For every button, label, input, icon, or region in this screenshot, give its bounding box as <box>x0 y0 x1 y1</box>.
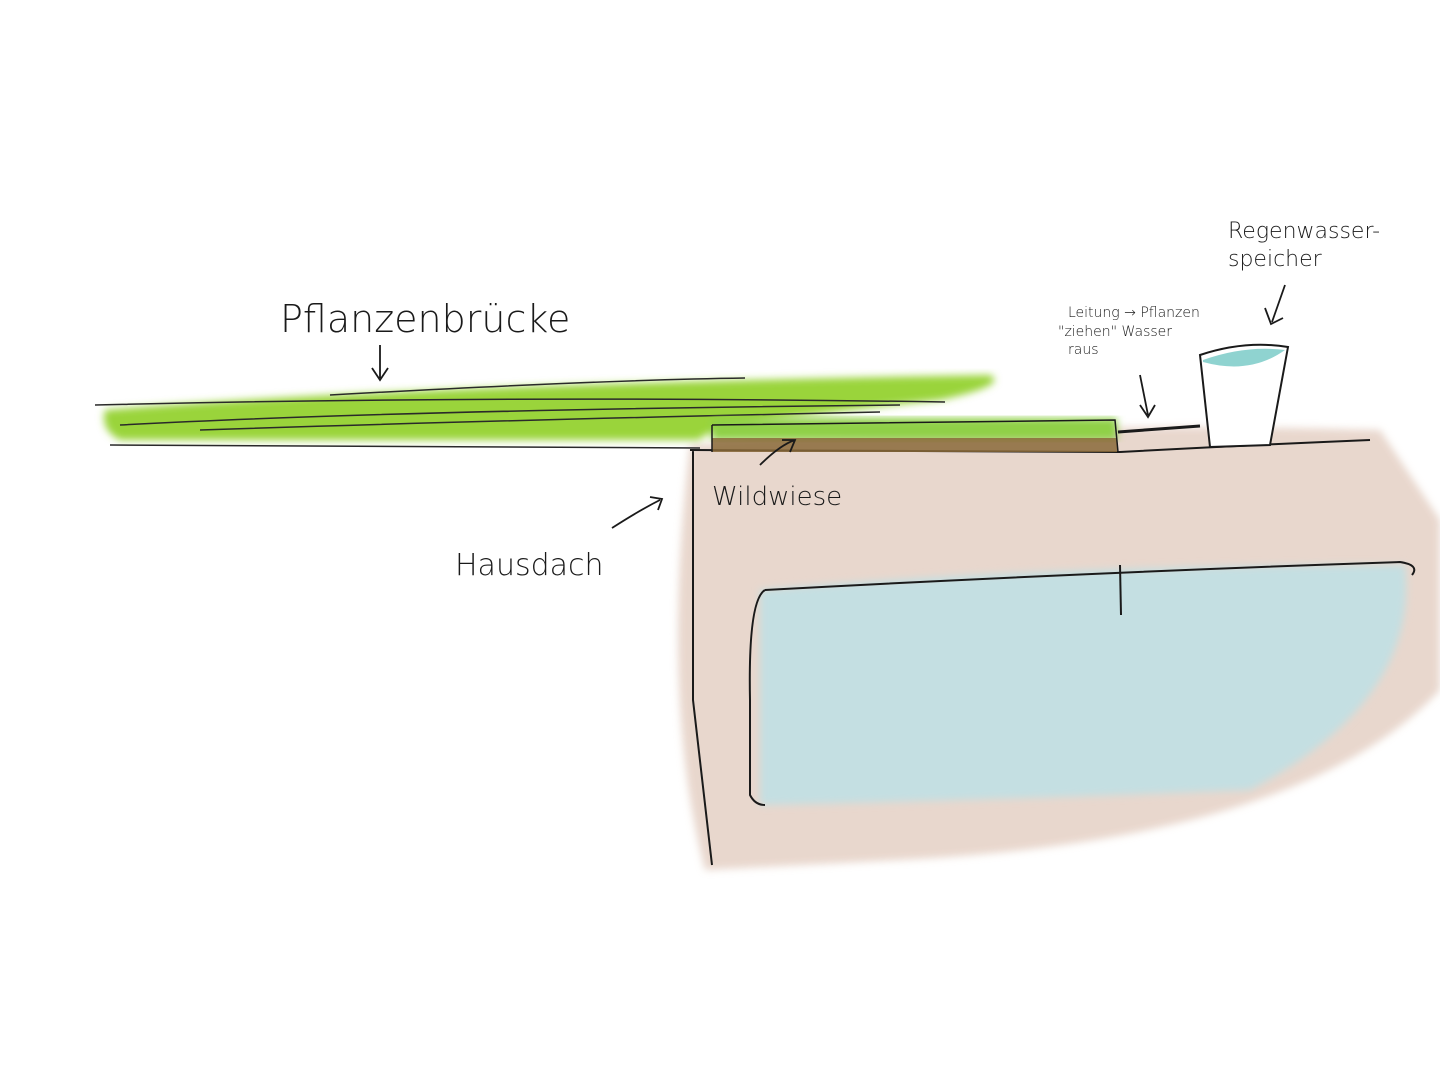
arrow-meadow <box>759 439 797 466</box>
tank-water <box>1203 348 1285 367</box>
arrow-pipe <box>1139 374 1156 419</box>
label-bridge: Pflanzenbrücke <box>280 297 570 341</box>
water-pipe <box>1117 424 1201 434</box>
plant-bridge <box>104 375 995 440</box>
label-meadow: Wildwiese <box>712 482 842 512</box>
arrow-roof <box>611 496 664 529</box>
rainwater-tank <box>1198 343 1290 449</box>
label-tank-2: speicher <box>1228 247 1323 272</box>
label-pipe-1: Leitung → Pflanzen <box>1068 305 1200 321</box>
arrow-bridge <box>371 345 389 382</box>
arrows <box>371 284 1286 529</box>
water-basin <box>760 565 1407 805</box>
meadow-soil <box>712 438 1117 452</box>
bridge-lines <box>94 377 946 449</box>
arrow-tank <box>1264 284 1286 326</box>
pipe-down <box>1119 564 1122 616</box>
label-pipe-2: "ziehen" Wasser <box>1058 324 1172 340</box>
label-roof: Hausdach <box>455 548 604 583</box>
basin-outline <box>748 560 1416 806</box>
label-tank-1: Regenwasser- <box>1228 219 1380 244</box>
label-pipe-3: raus <box>1068 342 1099 358</box>
